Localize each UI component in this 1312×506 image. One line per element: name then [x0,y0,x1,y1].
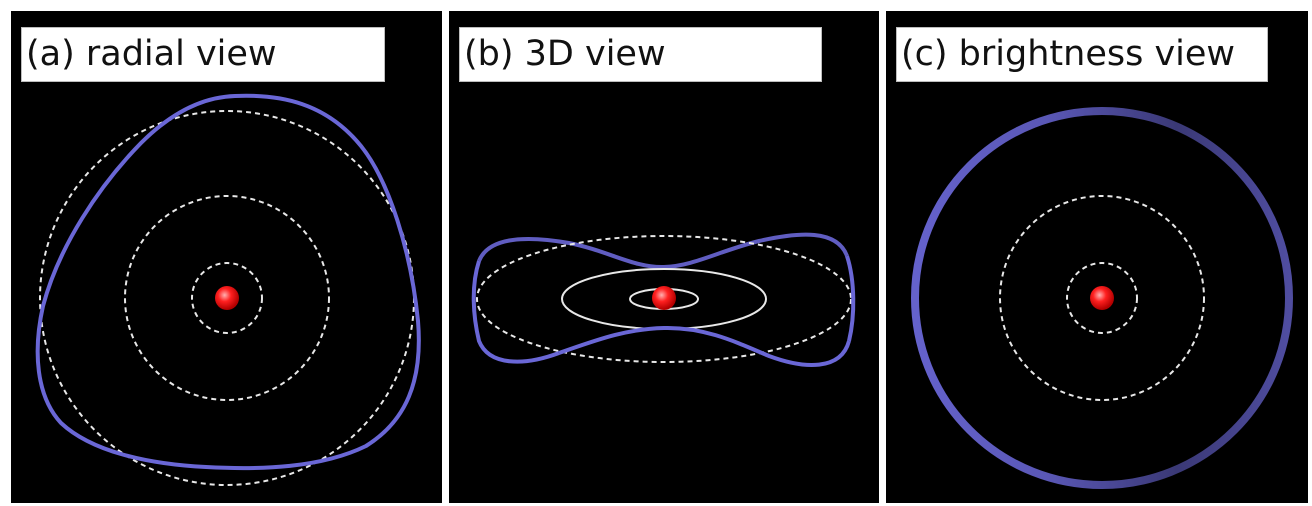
outer-ellipse-ring [476,235,852,363]
brightness-view-diagram [911,107,1293,489]
orbit-right-lobe [845,255,856,342]
radial-view-label: (a) radial view [21,27,385,82]
3d-view-label: (b) 3D view [459,27,822,82]
orbit-front-curve [558,325,851,367]
inner-dashed-ring [191,262,263,334]
brightness-ring [911,107,1293,489]
orbit-left-lobe [471,260,560,364]
radial-view-diagram [35,93,421,486]
central-star [215,286,239,310]
3d-view-panel: (b) 3D view [449,11,879,503]
brightness-view-label: (c) brightness view [896,27,1268,82]
3d-view-diagram [471,232,856,367]
central-star [652,286,676,310]
middle-dashed-ring [124,195,330,401]
radial-orbit-curve [35,93,421,471]
brightness-view-panel: (c) brightness view [886,11,1308,503]
radial-view-panel: (a) radial view [11,11,442,503]
middle-dashed-ring [999,195,1205,401]
inner-dashed-ring [1066,262,1138,334]
central-star [1090,286,1114,310]
orbit-back-curve [477,232,849,270]
